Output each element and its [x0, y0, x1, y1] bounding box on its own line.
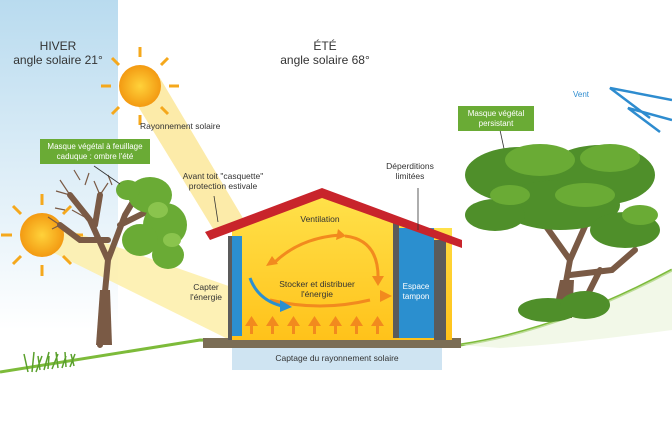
winter-title: HIVER angle solaire 21°	[8, 39, 108, 68]
winter-sun-beam	[40, 220, 240, 345]
store-line2: l'énergie	[301, 288, 333, 299]
buffer-space	[398, 228, 434, 338]
capture-line2: l'énergie	[190, 291, 222, 302]
deciduous-tree-icon	[47, 169, 187, 348]
losses-line1: Déperditions	[386, 161, 434, 171]
buffer-wall	[393, 222, 399, 338]
captage-bar	[232, 348, 442, 370]
ventilation-label: Ventilation	[300, 214, 340, 224]
overhang-line2: protection estivale	[188, 180, 258, 191]
rayonnement-label: Rayonnement solaire	[140, 121, 221, 131]
evergreen-tree-icon	[465, 144, 660, 322]
buffer-line1: Espace	[402, 282, 430, 291]
buffer-line2: tampon	[402, 291, 430, 301]
pointer-line	[213, 195, 219, 223]
grass-icon	[23, 351, 76, 373]
deciduous-mask-tag: Masque végétal à feuillage caduque : omb…	[40, 139, 150, 165]
east-wall	[434, 240, 446, 340]
wind-label: Vent	[573, 90, 590, 99]
buffer-space-label: Espace tampon	[398, 282, 434, 301]
overhang-label: Avant toit "casquette" protection estiva…	[168, 171, 278, 192]
deciduous-mask-line2: caduque : ombre l'été	[56, 151, 134, 161]
store-label: Stocker et distribuer l'énergie	[262, 279, 372, 300]
losses-line2: limitées	[395, 170, 425, 181]
ground-fill	[460, 270, 672, 348]
west-wall-cap	[228, 236, 232, 340]
losses-label: Déperditions limitées	[375, 161, 445, 182]
pointer-line	[93, 165, 121, 185]
overhang-line1: Avant toit "casquette"	[182, 171, 264, 181]
wind-arrow-icon	[609, 86, 672, 133]
heat-arrow-icon	[372, 276, 384, 286]
deciduous-mask-line1: Masque végétal à feuillage	[47, 142, 143, 151]
winter-sky-panel	[0, 0, 118, 330]
cool-air-arrow-icon	[280, 300, 292, 312]
capture-label: Capter l'énergie	[178, 282, 234, 303]
capture-line1: Capter	[193, 282, 219, 292]
winter-title-text: HIVER	[39, 39, 77, 53]
captage-label: Captage du rayonnement solaire	[275, 353, 399, 363]
heat-arrow-icon	[266, 256, 278, 266]
west-window	[232, 236, 242, 336]
store-line1: Stocker et distribuer	[279, 279, 355, 289]
evergreen-mask-line1: Masque végétal	[467, 109, 525, 118]
winter-angle-text: angle solaire 21°	[13, 52, 103, 67]
summer-sun-beam	[125, 78, 250, 232]
heat-arrow-icon	[380, 290, 392, 302]
floor-heat-arrows	[245, 316, 384, 334]
summer-angle-text: angle solaire 68°	[280, 52, 370, 67]
evergreen-mask-tag: Masque végétal persistant	[458, 106, 534, 132]
evergreen-mask-line2: persistant	[478, 118, 514, 128]
summer-title: ÉTÉ angle solaire 68°	[270, 39, 380, 68]
roof	[205, 188, 462, 248]
house-slab	[203, 338, 461, 348]
summer-title-text: ÉTÉ	[313, 39, 337, 53]
cool-air-arrow-icon	[248, 277, 283, 308]
heat-arrow-icon	[336, 229, 346, 240]
sun-icon	[101, 47, 179, 125]
